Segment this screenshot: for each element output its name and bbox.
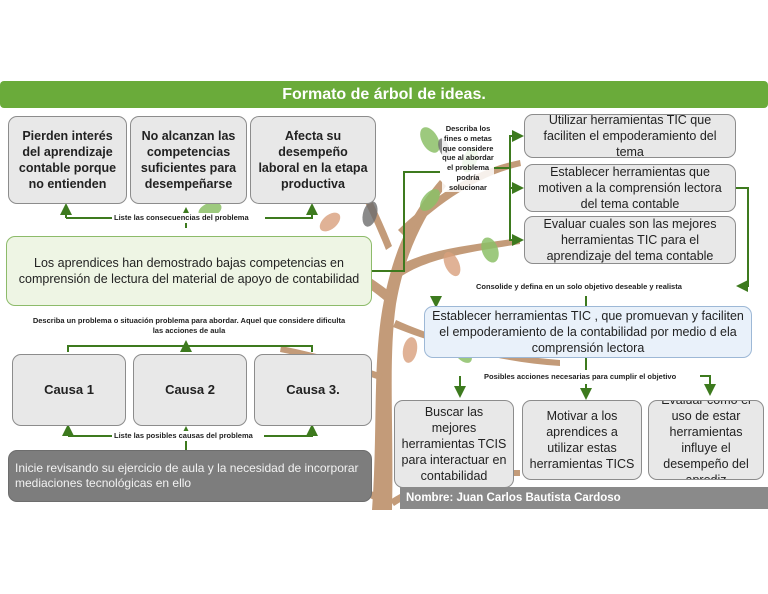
consequence-box-3: Afecta su desempeño laboral en la etapa …: [250, 116, 376, 204]
problem-box: Los aprendices han demostrado bajas comp…: [6, 236, 372, 306]
action-box-3: Evaluar como el uso de estar herramienta…: [648, 400, 764, 480]
cause-box-3: Causa 3.: [254, 354, 372, 426]
objective-label: Consolide y defina en un solo objetivo d…: [476, 282, 682, 292]
consequences-label: Liste las consecuencias del problema: [114, 213, 249, 223]
goal-box-1: Utilizar herramientas TIC que faciliten …: [524, 114, 736, 158]
start-note-box: Inicie revisando su ejercicio de aula y …: [8, 450, 372, 502]
consequence-box-2: No alcanzan las competencias suficientes…: [130, 116, 247, 204]
problem-label: Describa un problema o situación problem…: [28, 316, 350, 336]
action-box-1: Buscar las mejores herramientas TCIS par…: [394, 400, 514, 488]
cause-box-1: Causa 1: [12, 354, 126, 426]
causes-label: Liste las posibles causas del problema: [114, 431, 253, 441]
action-box-2: Motivar a los aprendices a utilizar esta…: [522, 400, 642, 480]
actions-label: Posibles acciones necesarias para cumpli…: [484, 372, 677, 382]
consequence-box-1: Pierden interés del aprendizaje contable…: [8, 116, 127, 204]
author-name: Nombre: Juan Carlos Bautista Cardoso: [400, 487, 768, 509]
cause-box-2: Causa 2: [133, 354, 247, 426]
goal-box-2: Establecer herramientas que motiven a la…: [524, 164, 736, 212]
objective-box: Establecer herramientas TIC , que promue…: [424, 306, 752, 358]
page-title: Formato de árbol de ideas.: [0, 81, 768, 108]
goal-box-3: Evaluar cuales son las mejores herramien…: [524, 216, 736, 264]
goals-label: Describa los fines o metas que considere…: [442, 124, 494, 193]
